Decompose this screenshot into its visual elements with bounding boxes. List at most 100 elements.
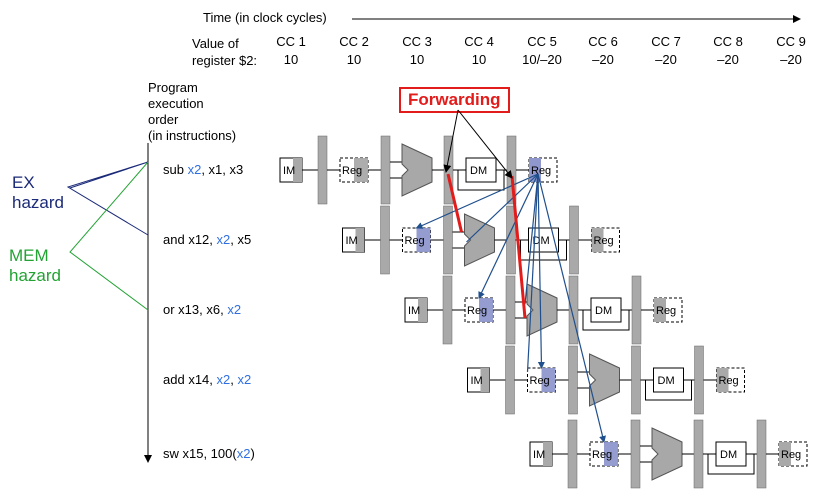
- cc-label-2: CC 2: [339, 34, 369, 49]
- register-value-cc-6: –20: [592, 52, 614, 67]
- forwarding-pointer-2: [457, 109, 513, 179]
- pipeline-register-id-ex: [505, 275, 516, 345]
- pipeline-register-id-ex: [380, 135, 391, 205]
- ex-hazard-connector: [66, 161, 149, 236]
- wire-dm-bypass: [645, 380, 692, 401]
- reg-read-label: Reg: [592, 449, 612, 461]
- reg-write-shading: [716, 368, 729, 392]
- dm-block: [465, 157, 497, 183]
- pipeline-register-if-id: [505, 345, 515, 415]
- mem-hazard-label: MEM hazard: [9, 246, 61, 286]
- program-order-line1: Program: [148, 80, 198, 95]
- reg-read-label: Reg: [467, 305, 487, 317]
- dm-label: DM: [595, 305, 612, 317]
- operand-text: ): [250, 446, 255, 461]
- reg-write-label: Reg: [719, 375, 739, 387]
- mem-hazard-line2: hazard: [9, 266, 61, 285]
- register-value-cc-7: –20: [655, 52, 677, 67]
- instruction-opcode: sub: [163, 162, 188, 177]
- wire-dm-bypass: [582, 310, 630, 331]
- cc-label-6: CC 6: [588, 34, 618, 49]
- operand-x2: x2: [187, 162, 202, 177]
- program-order-label: Program execution order (in instructions…: [148, 80, 268, 144]
- instruction-opcode: or: [163, 302, 179, 317]
- ex-hazard-line2: hazard: [12, 193, 64, 212]
- wire-dm-bypass: [707, 454, 755, 475]
- reg-write-label: Reg: [781, 449, 801, 461]
- im-shading: [355, 228, 365, 252]
- im-label: IM: [408, 305, 420, 317]
- operand-x2: x2: [236, 446, 251, 461]
- instruction-and: and x12, x2, x5: [163, 232, 251, 247]
- register-value-label-line1: Value of: [192, 36, 239, 51]
- dependency-line-or-alu: [524, 173, 539, 305]
- reg-read-shading: [416, 228, 431, 252]
- reg-write-label: Reg: [656, 305, 676, 317]
- reg-write-label: Reg: [531, 165, 551, 177]
- cc-label-9: CC 9: [776, 34, 806, 49]
- operand-x2: x2: [227, 302, 242, 317]
- pipeline-register-mem-wb: [569, 205, 579, 275]
- pipeline-register-id-ex: [568, 345, 578, 415]
- instruction-add: add x14, x2, x2: [163, 372, 251, 387]
- mem-hazard-connector: [69, 161, 149, 311]
- register-value-cc-1: 10: [283, 52, 299, 67]
- im-label: IM: [346, 235, 358, 247]
- reg-write-shading: [654, 298, 666, 322]
- register-value-label: Value of register $2:: [192, 35, 257, 69]
- reg-read-shading: [604, 442, 618, 466]
- pipeline-register-if-id: [380, 205, 390, 275]
- operand-text: , x1, x3: [201, 162, 244, 177]
- cc-label-5: CC 5: [527, 34, 557, 49]
- forwarding-layer: [443, 109, 527, 319]
- register-value-cc-8: –20: [717, 52, 739, 67]
- pipeline-register-mem-wb: [756, 419, 767, 489]
- operand-x2: x2: [216, 372, 231, 387]
- operand-x2: x2: [216, 232, 231, 247]
- instruction-opcode: add: [163, 372, 189, 387]
- im-label: IM: [533, 449, 545, 461]
- ex-hazard-line1: EX: [12, 173, 35, 192]
- im-shading: [480, 368, 490, 392]
- pipeline-register-mem-wb: [694, 345, 704, 415]
- pipeline-register-mem-wb: [631, 275, 642, 345]
- register-value-cc-9: –20: [780, 52, 802, 67]
- operand-text: x12,: [188, 232, 217, 247]
- im-shading: [293, 158, 302, 182]
- operand-text: , x5: [230, 232, 252, 247]
- alu-block: [589, 353, 620, 407]
- operand-x2: x2: [237, 372, 252, 387]
- dependency-layer: [415, 173, 606, 443]
- im-label: IM: [283, 165, 295, 177]
- dm-label: DM: [533, 235, 550, 247]
- alu-block: [464, 213, 495, 267]
- cc-label-3: CC 3: [402, 34, 432, 49]
- time-axis-label: Time (in clock cycles): [203, 10, 327, 25]
- instruction-opcode: and: [163, 232, 189, 247]
- alu-block: [526, 283, 558, 337]
- program-order-line2: execution: [148, 96, 204, 111]
- ex-hazard-label: EX hazard: [12, 173, 64, 213]
- pipeline-row-or: IM Reg DM Reg: [404, 275, 683, 345]
- reg-read-shading: [479, 298, 493, 322]
- register-value-cc-2: 10: [346, 52, 362, 67]
- pipeline-register-id-ex: [630, 419, 641, 489]
- cc-label-1: CC 1: [276, 34, 306, 49]
- alu-block: [401, 143, 433, 197]
- register-value-label-line2: register $2:: [192, 53, 258, 68]
- instruction-sub: sub x2, x1, x3: [163, 162, 243, 177]
- operand-text: x13, x6,: [178, 302, 228, 317]
- wire-dm-bypass: [457, 170, 505, 191]
- cc-label-4: CC 4: [464, 34, 494, 49]
- dependency-line-4: [537, 173, 606, 443]
- axes-layer: [66, 15, 801, 463]
- register-value-cc-4: 10: [471, 52, 487, 67]
- dm-label: DM: [658, 375, 675, 387]
- reg-write-shading: [591, 228, 604, 252]
- im-shading: [543, 442, 552, 466]
- operand-text: ,: [230, 372, 238, 387]
